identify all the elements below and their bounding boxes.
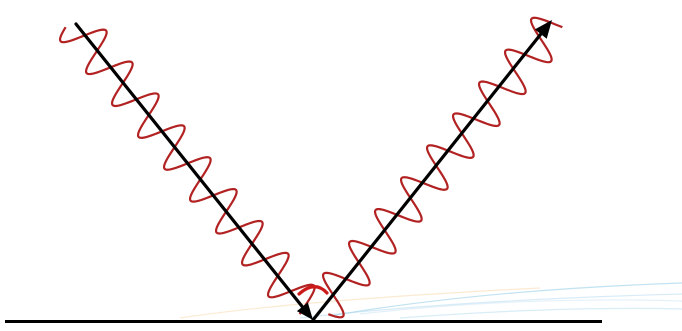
incident-wave [60, 27, 315, 314]
incident-ray [76, 24, 304, 309]
glare-streak [300, 294, 682, 318]
glare-streak [400, 308, 682, 318]
reflected-ray [313, 31, 543, 320]
glare-streak [360, 300, 682, 314]
surface-glare-streaks [180, 283, 682, 318]
reflected-wave [323, 18, 562, 318]
